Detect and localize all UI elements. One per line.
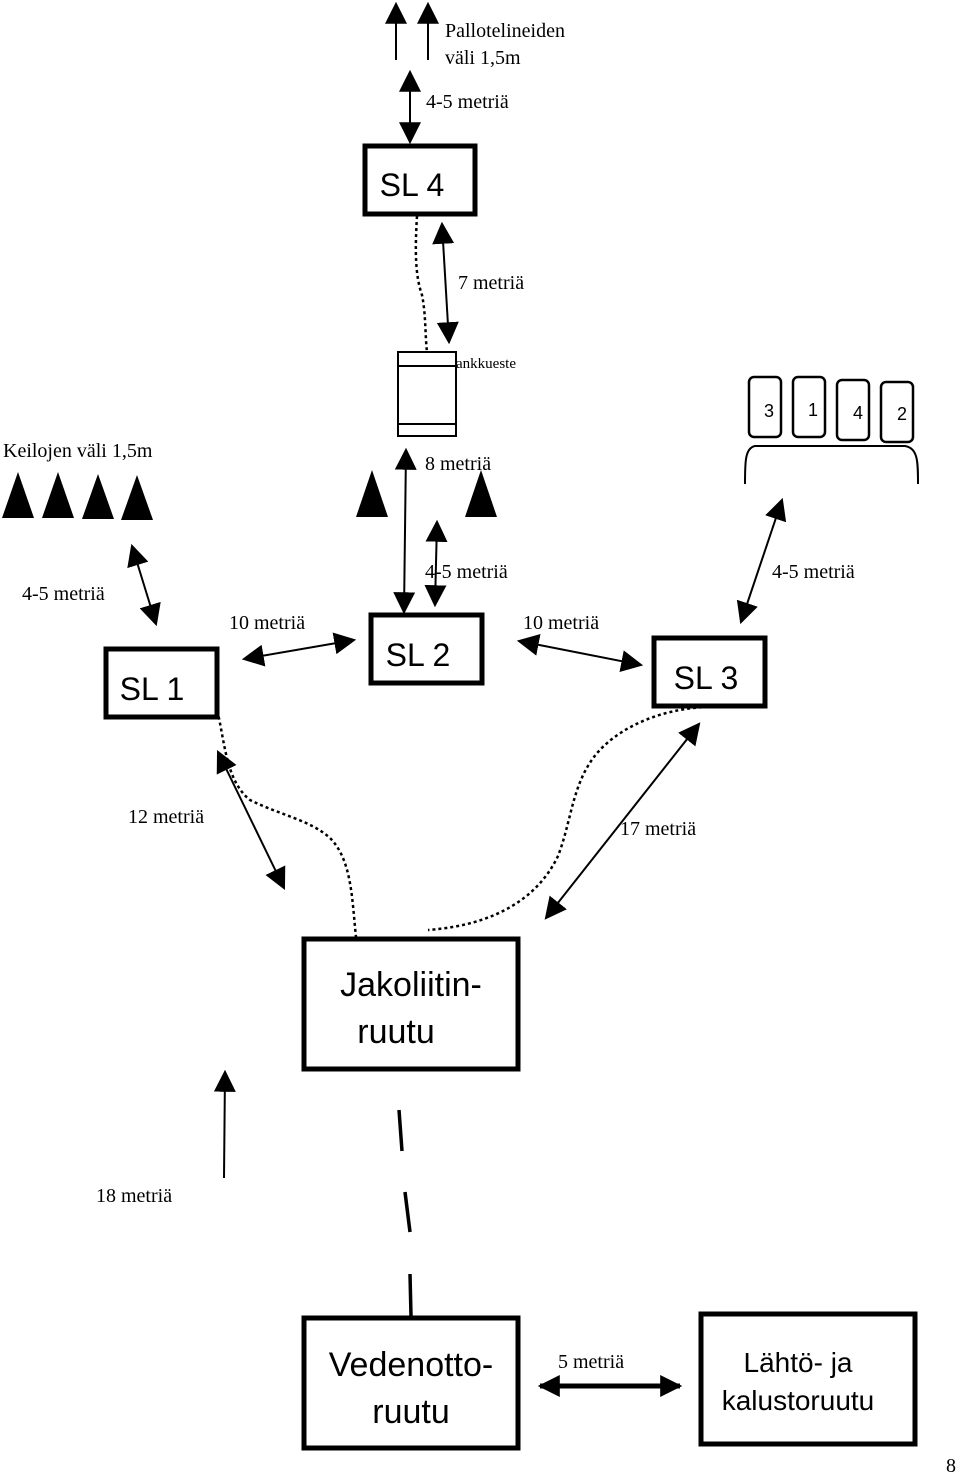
sl3-top-dist-arrow (736, 497, 787, 625)
target-bracket (744, 445, 919, 485)
sl4-top-dist-label: 4-5 metriä (426, 91, 509, 113)
ball-stand-arrows (385, 1, 439, 60)
jako-vede-dist-arrow (213, 1069, 236, 1179)
sl1-jako-dist-label: 12 metriä (128, 806, 204, 828)
plank-sl2-dist-arrow (393, 447, 417, 615)
sl1-top-dist-label: 4-5 metriä (22, 583, 105, 605)
jakoliitin-label-line2: ruutu (357, 1013, 435, 1051)
sl2-sl3-dist-label: 10 metriä (523, 612, 599, 634)
sl1-box (103, 646, 220, 720)
sl3-label: SL 3 (674, 660, 739, 696)
lahto-label-line2: kalustoruutu (722, 1385, 875, 1416)
target-group: 3 1 4 2 (744, 375, 919, 485)
cone-row (2, 472, 153, 520)
sl4-plank-dist-label: 7 metriä (458, 272, 524, 294)
jakoliitin-label-line1: Jakoliitin- (340, 966, 482, 1004)
vede-lahto-dist-label: 5 metriä (558, 1351, 624, 1373)
sl3-top-dist-label: 4-5 metriä (772, 561, 855, 583)
vedenotto-label-line2: ruutu (372, 1393, 450, 1431)
sl4-route-dotted (414, 215, 429, 353)
pallotelineiden-spacing-label: väli 1,5m (445, 47, 521, 69)
sl4-plank-dist-arrow (432, 221, 459, 345)
sl2-label: SL 2 (386, 637, 451, 673)
sl3-jako-dist-arrow (544, 722, 701, 920)
lahto-label-line1: Lähtö- ja (744, 1347, 853, 1378)
hose-line (397, 1109, 413, 1317)
sl1-sl2-dist-arrow (241, 632, 357, 667)
sl1-jako-dist-arrow (216, 750, 286, 890)
sl1-route-dotted (214, 704, 358, 938)
target-2 (879, 380, 915, 444)
sl2-top-dist-label: 4-5 metriä (425, 561, 508, 583)
plank-sl2-dist-label: 8 metriä (425, 453, 491, 475)
pallotelineiden-label: Pallotelineiden (445, 20, 565, 42)
target-number: 3 (764, 401, 774, 421)
sl4-box (362, 143, 478, 217)
target-number: 2 (897, 404, 907, 424)
cone (121, 475, 153, 520)
target-3 (747, 375, 783, 439)
sl1-sl2-dist-label: 10 metriä (229, 612, 305, 634)
page-number: 8 (946, 1455, 956, 1477)
target-number: 1 (808, 400, 818, 420)
sl2-box (368, 612, 485, 686)
target-number: 4 (853, 403, 863, 423)
cone (42, 472, 74, 518)
target-1 (791, 375, 827, 439)
keilojen-label: Keilojen väli 1,5m (3, 440, 153, 462)
vedenotto-label-line1: Vedenotto- (329, 1346, 493, 1384)
plank-label: ankkueste (456, 356, 516, 372)
sl3-box (651, 635, 768, 709)
jako-vede-dist-label: 18 metriä (96, 1185, 172, 1207)
sl2-sl3-dist-arrow (516, 634, 644, 672)
cone-right-of-plank (465, 470, 497, 517)
sl1-label: SL 1 (120, 671, 185, 707)
lahto-box (698, 1311, 918, 1447)
cone-left-of-plank (356, 470, 388, 517)
jakoliitin-box (301, 936, 521, 1072)
target-4 (835, 378, 871, 442)
cone (2, 472, 34, 518)
vedenotto-box (301, 1315, 521, 1451)
plank-obstacle (397, 351, 457, 437)
sl1-top-dist-arrow (127, 543, 161, 627)
sl4-label: SL 4 (380, 167, 445, 203)
cone (82, 474, 114, 519)
sl3-jako-dist-label: 17 metriä (620, 818, 696, 840)
sl2-top-dist-arrow (424, 519, 448, 608)
